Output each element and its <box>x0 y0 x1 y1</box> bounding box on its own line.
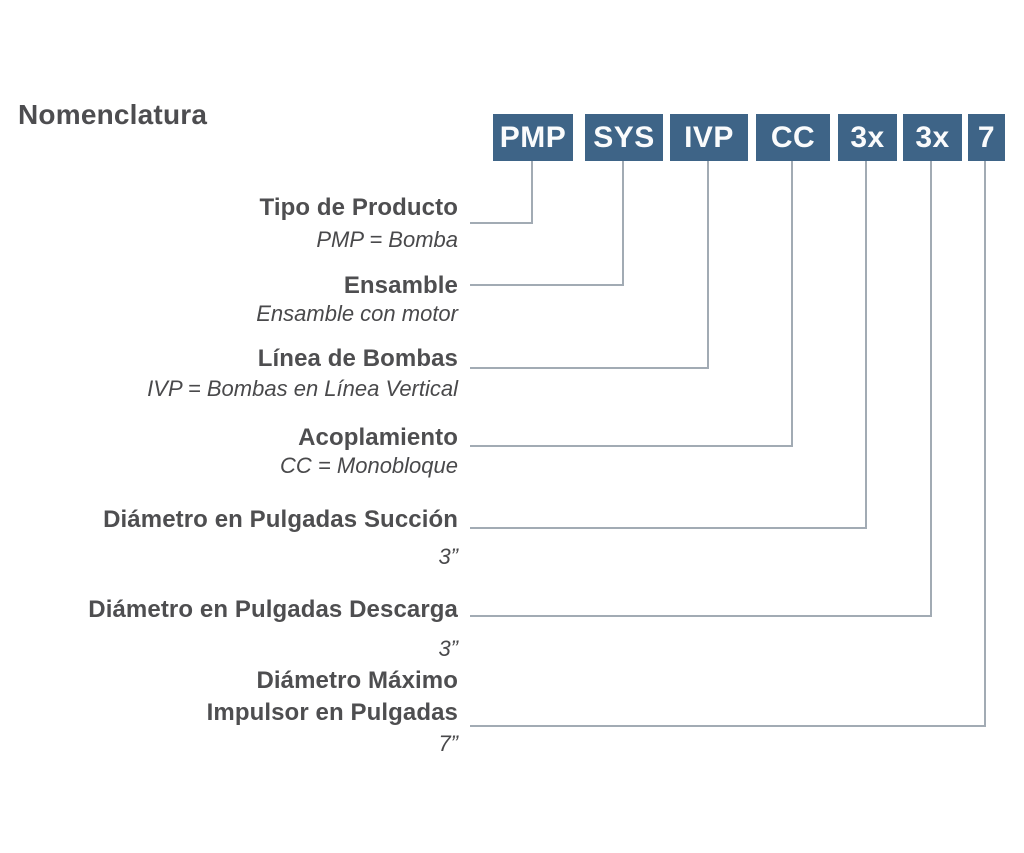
code-box-discharge-diameter: 3x <box>903 114 962 161</box>
sublabel-pump-line: IVP = Bombas en Línea Vertical <box>147 376 458 401</box>
label-assembly: Ensamble <box>343 272 458 299</box>
connector-discharge-diameter <box>470 161 932 617</box>
connector-suction-diameter <box>470 161 867 529</box>
connector-pump-line <box>470 161 709 369</box>
label-discharge-diameter: Diámetro en Pulgadas Descarga <box>88 596 458 623</box>
label-pump-line: Línea de Bombas <box>257 345 458 372</box>
code-box-impeller-diameter: 7 <box>968 114 1005 161</box>
page-title: Nomenclatura <box>18 99 208 130</box>
label-coupling: Acoplamiento <box>298 424 458 451</box>
sublabel-assembly: Ensamble con motor <box>256 301 458 326</box>
connector-product-type <box>470 161 533 224</box>
label-impeller-diameter: Diámetro Máximo Impulsor en Pulgadas <box>206 667 458 726</box>
connector-impeller-diameter <box>470 161 986 727</box>
sublabel-discharge-diameter: 3” <box>438 636 458 661</box>
code-box-product-type: PMP <box>493 114 573 161</box>
code-box-pump-line: IVP <box>670 114 748 161</box>
sublabel-coupling: CC = Monobloque <box>280 453 458 478</box>
code-box-coupling: CC <box>756 114 830 161</box>
connector-assembly <box>470 161 624 286</box>
sublabel-product-type: PMP = Bomba <box>316 227 458 252</box>
sublabel-impeller-diameter: 7” <box>438 731 458 756</box>
label-suction-diameter: Diámetro en Pulgadas Succión <box>103 506 458 533</box>
label-product-type: Tipo de Producto <box>259 194 458 221</box>
code-box-suction-diameter: 3x <box>838 114 897 161</box>
sublabel-suction-diameter: 3” <box>438 544 458 569</box>
connector-coupling <box>470 161 793 447</box>
code-box-assembly: SYS <box>585 114 663 161</box>
